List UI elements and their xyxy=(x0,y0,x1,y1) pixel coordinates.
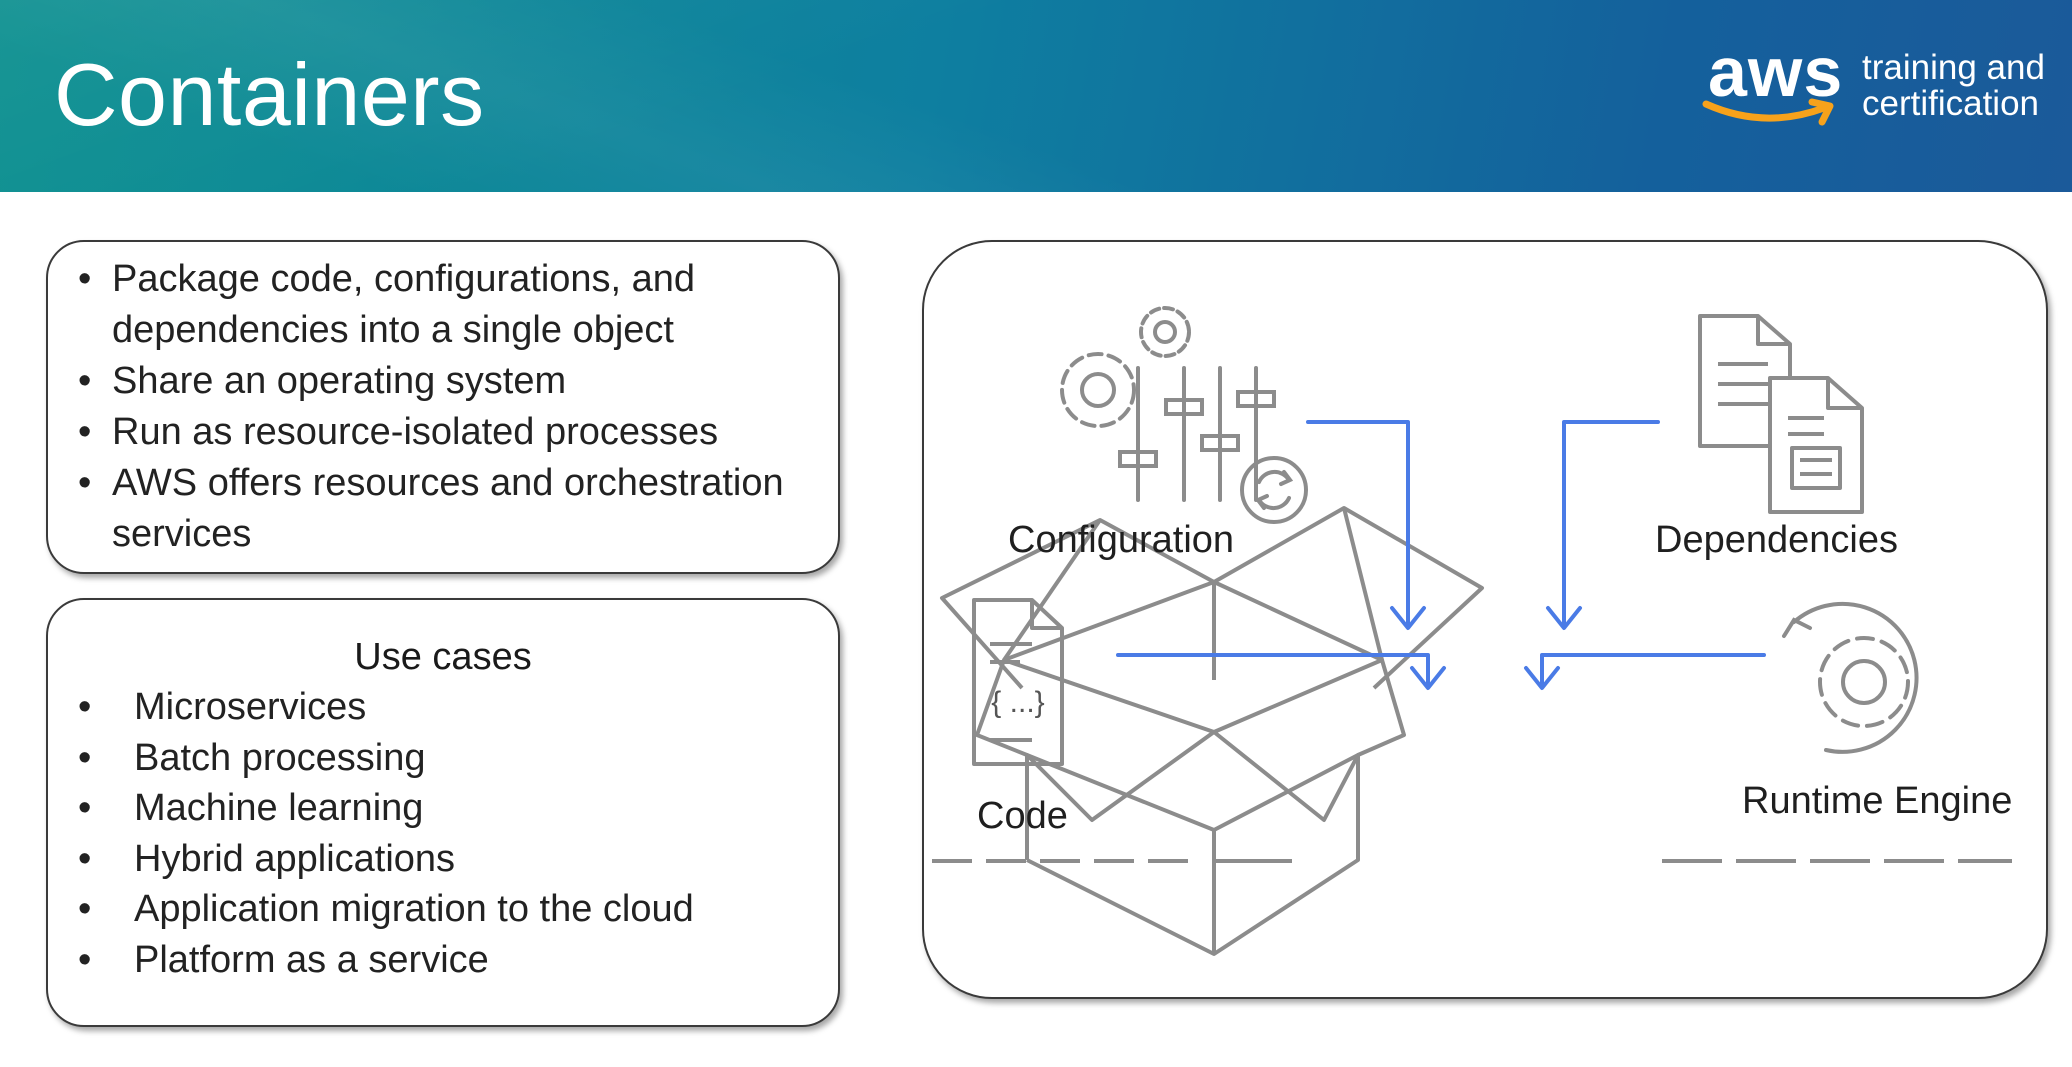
aws-logo: aws training and certification xyxy=(1700,33,2060,142)
code-arrowhead xyxy=(1410,666,1446,690)
container-diagram: { ...} Configuration Dependencies Code R… xyxy=(932,306,2012,956)
code-icon-text: { ...} xyxy=(991,686,1044,719)
open-box-icon xyxy=(940,506,1484,956)
logo-subtitle-line2: certification xyxy=(1862,84,2040,123)
label-configuration: Configuration xyxy=(1008,519,1234,561)
use-cases-list: Microservices Batch processing Machine l… xyxy=(68,682,818,985)
use-case-item: Microservices xyxy=(68,682,818,733)
label-runtime-engine: Runtime Engine xyxy=(1742,780,2012,822)
logo-subtitle: training and certification xyxy=(1862,50,2045,122)
use-case-item: Platform as a service xyxy=(68,935,818,986)
runtime-arrowhead xyxy=(1524,666,1560,690)
use-case-item: Batch processing xyxy=(68,733,818,784)
overview-bullet: AWS offers resources and orchestration s… xyxy=(68,458,818,560)
aws-smile-icon xyxy=(1702,98,1834,126)
overview-bullet: Package code, configurations, and depend… xyxy=(68,254,818,356)
documents-icon xyxy=(1698,314,1864,514)
overview-list: Package code, configurations, and depend… xyxy=(68,254,818,560)
use-cases-title: Use cases xyxy=(354,636,532,678)
configuration-arrow xyxy=(1306,420,1410,627)
code-file-icon xyxy=(972,598,1064,766)
dependencies-arrow xyxy=(1562,420,1660,627)
logo-subtitle-line1: training and xyxy=(1862,48,2045,87)
code-arrow xyxy=(1116,653,1430,687)
use-case-item: Hybrid applications xyxy=(68,834,818,885)
use-case-item: Machine learning xyxy=(68,783,818,834)
configuration-arrowhead xyxy=(1390,606,1426,630)
overview-panel: Package code, configurations, and depend… xyxy=(46,240,840,574)
gears-sliders-icon xyxy=(1060,306,1308,524)
use-cases-panel: Use cases Microservices Batch processing… xyxy=(46,598,840,1027)
use-case-item: Application migration to the cloud xyxy=(68,884,818,935)
page-title: Containers xyxy=(54,45,485,144)
header-banner: Containers aws training and certificatio… xyxy=(0,0,2072,192)
gear-refresh-icon xyxy=(1782,601,1919,754)
dependencies-arrowhead xyxy=(1546,606,1582,630)
header-sheen xyxy=(0,0,2072,192)
aws-logo-text: aws xyxy=(1708,33,1844,111)
overview-bullet: Share an operating system xyxy=(68,356,818,407)
label-dependencies: Dependencies xyxy=(1655,519,1898,561)
runtime-arrow xyxy=(1540,653,1766,687)
overview-bullet: Run as resource-isolated processes xyxy=(68,407,818,458)
label-code: Code xyxy=(977,795,1068,837)
insertion-arrows xyxy=(1116,420,1766,690)
